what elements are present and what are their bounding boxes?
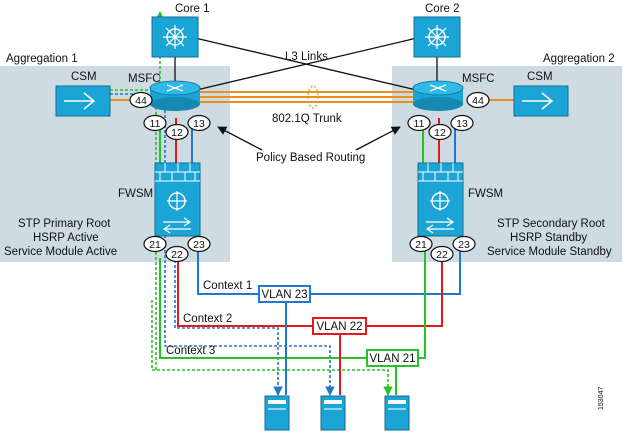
svg-text:22: 22 (436, 249, 448, 261)
agg2-port-12: 12 (428, 123, 452, 141)
vlan-21-box: VLAN 21 (366, 349, 419, 367)
agg1-port-22: 22 (165, 245, 189, 263)
vlan-23-box: VLAN 23 (258, 285, 311, 303)
l3-links (174, 37, 438, 93)
svg-text:23: 23 (193, 239, 205, 251)
agg1-line-1: STP Primary Root (18, 218, 111, 230)
agg2-fwsm (417, 162, 464, 237)
agg1-line-2: HSRP Active (33, 232, 99, 244)
agg2-csm (513, 85, 569, 117)
core2-switch (413, 16, 461, 58)
svg-text:13: 13 (456, 118, 468, 130)
agg2-msfc-label: MSFC (462, 73, 495, 85)
svg-text:VLAN 22: VLAN 22 (316, 321, 362, 333)
agg2-port-11: 11 (407, 114, 431, 132)
svg-text:11: 11 (414, 118, 425, 130)
agg2-port-22: 22 (430, 245, 454, 263)
agg2-port-23: 23 (452, 235, 476, 253)
agg1-csm-label: CSM (71, 71, 97, 83)
trunk-label: 802.1Q Trunk (272, 113, 342, 125)
svg-text:21: 21 (149, 239, 161, 251)
context-1-label: Context 1 (203, 280, 252, 292)
agg2-port-21: 21 (409, 235, 433, 253)
agg1-fwsm-label: FWSM (118, 188, 153, 200)
agg1-msfc-label: MSFC (128, 73, 161, 85)
core1-label: Core 1 (175, 3, 210, 15)
svg-text:12: 12 (171, 127, 183, 139)
core2-label: Core 2 (425, 3, 460, 15)
trunk-bundle-marker (307, 85, 319, 109)
agg2-fwsm-label: FWSM (468, 188, 503, 200)
agg2-line-2: HSRP Standby (510, 232, 587, 244)
svg-text:23: 23 (458, 239, 470, 251)
agg2-vlan-paths (310, 248, 461, 359)
trunk-lines (200, 91, 420, 103)
agg1-port-44: 44 (129, 91, 153, 109)
svg-text:VLAN 21: VLAN 21 (369, 353, 415, 365)
aggregation-2-title: Aggregation 2 (543, 53, 615, 65)
svg-text:21: 21 (415, 239, 427, 251)
pbr-label: Policy Based Routing (256, 152, 365, 164)
agg1-port-23: 23 (187, 235, 211, 253)
vlan-22-box: VLAN 22 (312, 317, 367, 335)
context-paths (159, 248, 371, 359)
agg1-msfc-router (149, 80, 201, 111)
figure-id: 153047 (598, 387, 605, 410)
context-3-label: Context 3 (166, 345, 215, 357)
agg2-port-13: 13 (450, 114, 474, 132)
agg1-fwsm (154, 162, 201, 237)
agg2-line-3: Service Module Standby (487, 246, 612, 258)
server-vlan-23 (264, 395, 290, 431)
agg2-msfc-router (412, 80, 464, 111)
svg-text:12: 12 (434, 127, 446, 139)
svg-text:22: 22 (171, 249, 183, 261)
agg1-port-11: 11 (143, 114, 167, 132)
aggregation-1-title: Aggregation 1 (6, 53, 78, 65)
svg-text:44: 44 (135, 95, 147, 107)
agg1-port-21: 21 (143, 235, 167, 253)
agg1-port-12: 12 (165, 123, 189, 141)
svg-text:11: 11 (150, 118, 161, 130)
agg1-port-13: 13 (187, 114, 211, 132)
agg2-line-1: STP Secondary Root (497, 218, 606, 230)
context-2-label: Context 2 (183, 313, 232, 325)
agg1-line-3: Service Module Active (4, 246, 117, 258)
server-vlan-21 (384, 395, 410, 431)
svg-text:13: 13 (193, 118, 205, 130)
core1-switch (151, 16, 199, 58)
pbr-arrow-right (355, 126, 401, 151)
server-vlan-22 (320, 395, 346, 431)
svg-text:44: 44 (472, 95, 484, 107)
svg-text:VLAN 23: VLAN 23 (261, 289, 307, 301)
vlan-server-links (268, 293, 397, 395)
pbr-arrow-left (217, 126, 263, 151)
l3-links-label: L3 Links (285, 51, 328, 63)
agg2-csm-label: CSM (527, 71, 553, 83)
agg1-csm (55, 85, 111, 117)
agg2-port-44: 44 (466, 91, 490, 109)
